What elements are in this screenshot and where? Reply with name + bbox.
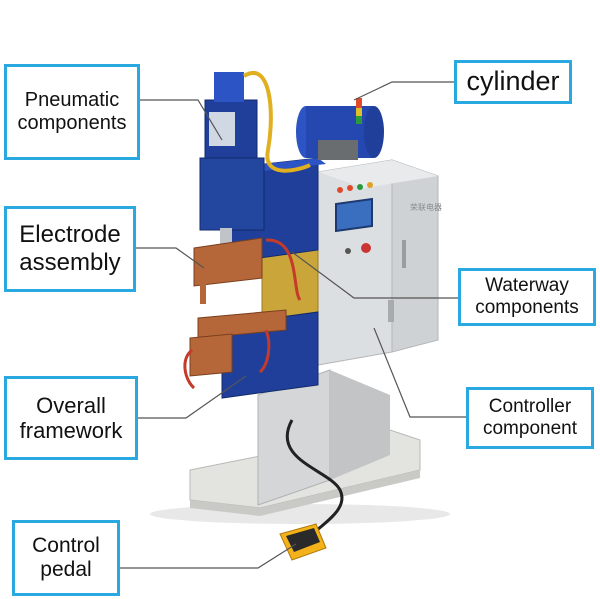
control-cabinet-side: [391, 159, 439, 353]
label-text: framework: [19, 418, 123, 443]
lower-electrode-platen: [197, 309, 287, 339]
cabinet-handle: [402, 240, 406, 268]
upper-water-hose: [265, 238, 302, 301]
signal-light-pole: [356, 116, 362, 124]
label-overall-framework: Overall framework: [4, 376, 138, 460]
air-tank-end-right: [364, 106, 384, 158]
control-button: [337, 187, 343, 193]
label-text: Controller: [488, 396, 572, 418]
label-controller-component: Controller component: [466, 387, 594, 449]
leader-pedal: [120, 543, 297, 569]
control-cabinet-top: [318, 160, 438, 188]
signal-light-pole: [356, 108, 362, 116]
lower-electrode-holder: [189, 333, 233, 377]
label-text: Electrode: [19, 221, 121, 249]
leader-cylinder: [353, 81, 454, 101]
pneumatic-cylinder-block: [199, 157, 265, 231]
upper-electrode-tip: [200, 280, 206, 304]
control-knob: [361, 243, 371, 253]
label-pneumatic-components: Pneumatic components: [4, 64, 140, 160]
label-text: Overall: [36, 392, 106, 418]
leader-lines: [120, 81, 466, 569]
cabinet-vent: [388, 300, 394, 322]
leader-waterway: [291, 251, 458, 299]
air-tank-valve: [318, 140, 358, 160]
label-text: assembly: [19, 249, 121, 276]
label-control-pedal: Control pedal: [12, 520, 120, 596]
brand-text: 荣联电器: [410, 202, 442, 212]
control-cabinet-front: [317, 159, 393, 366]
label-text: Pneumatic: [24, 89, 120, 111]
label-text: Control: [32, 533, 100, 557]
label-text: components: [17, 112, 127, 134]
control-button: [367, 182, 373, 188]
upper-electrode-holder: [193, 237, 263, 287]
control-knob: [345, 248, 351, 254]
control-button: [347, 185, 353, 191]
label-waterway-components: Waterway components: [458, 268, 596, 326]
label-cylinder: cylinder: [454, 60, 572, 104]
leader-controller: [373, 327, 466, 418]
label-text: pedal: [40, 558, 92, 581]
leader-framework: [138, 375, 247, 419]
label-text: cylinder: [466, 66, 560, 97]
signal-light-pole: [356, 98, 362, 108]
air-hose: [242, 71, 311, 173]
label-text: component: [482, 418, 577, 439]
lower-water-hose-2: [258, 329, 271, 374]
pedestal-column-side: [330, 370, 390, 480]
label-text: Waterway: [485, 275, 569, 297]
control-screen: [335, 197, 373, 233]
leader-pneumatic: [140, 99, 223, 141]
pedal-cable: [285, 419, 344, 542]
foot-pedal-cover: [286, 528, 320, 552]
control-button: [357, 184, 363, 190]
label-text: components: [475, 297, 579, 318]
leader-electrode: [136, 247, 205, 269]
pneumatic-cylinder-tube: [209, 112, 235, 146]
pneumatic-cylinder-top: [214, 72, 244, 102]
label-electrode-assembly: Electrode assembly: [4, 206, 136, 292]
lower-water-hose: [183, 348, 196, 390]
